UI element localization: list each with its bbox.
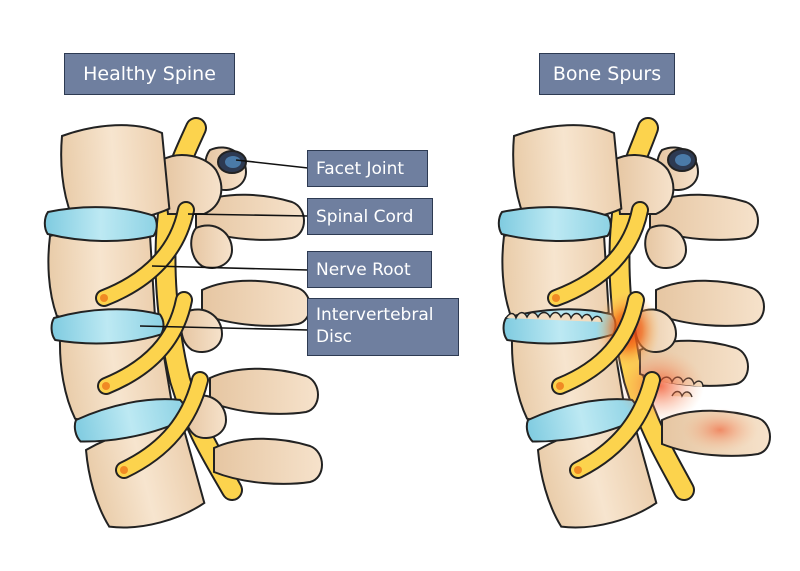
disc-label-line2: Disc xyxy=(316,327,353,347)
healthy-spine-drawing xyxy=(43,117,323,538)
nerve-root-label: Nerve Root xyxy=(307,251,432,288)
inflammation-lower xyxy=(616,350,704,422)
healthy-spine-title: Healthy Spine xyxy=(64,53,235,95)
intervertebral-disc-label: Intervertebral Disc xyxy=(307,298,459,356)
bone-spurs-spine-drawing xyxy=(497,117,771,538)
spinal-cord-label: Spinal Cord xyxy=(307,198,433,235)
disc-label-line1: Intervertebral xyxy=(316,305,434,325)
bone-spurs-title: Bone Spurs xyxy=(539,53,675,95)
facet-joint-label: Facet Joint xyxy=(307,150,428,187)
